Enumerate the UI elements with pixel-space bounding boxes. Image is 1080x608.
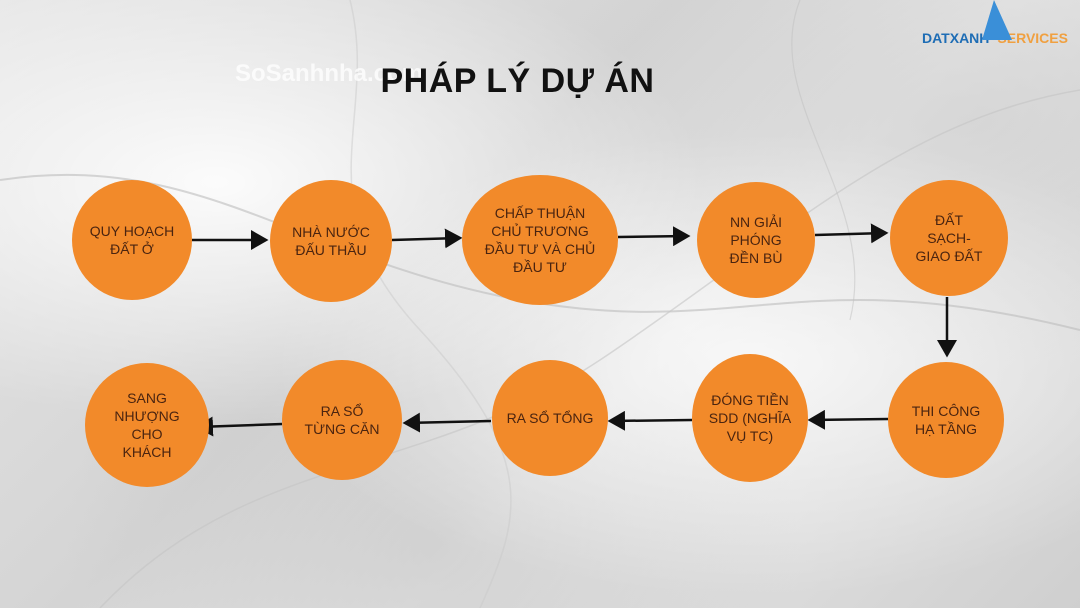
arrow-6-7 [807, 409, 889, 430]
step-dat-sach: ĐẤT SẠCH- GIAO ĐẤT [890, 180, 1008, 296]
step-thi-cong: THI CÔNG HẠ TẦNG [888, 362, 1004, 478]
datxanh-logo: DATXANH SERVICES [922, 0, 1068, 46]
step-giai-phong: NN GIẢI PHÓNG ĐỀN BÙ [697, 182, 815, 298]
arrow-7-8 [607, 410, 693, 431]
arrow-9-10 [195, 416, 283, 437]
step-label: SANG NHƯỢNG CHO KHÁCH [114, 390, 180, 460]
step-chap-thuan: CHẤP THUẬN CHỦ TRƯƠNG ĐẦU TƯ VÀ CHỦ ĐẦU … [462, 175, 618, 305]
logo-triangle-icon [982, 0, 1012, 40]
logo-suffix: SERVICES [997, 30, 1068, 46]
step-label: QUY HOẠCH ĐẤT Ở [89, 223, 175, 257]
watermark: SoSanhnha.com [235, 60, 424, 87]
step-quy-hoach: QUY HOẠCH ĐẤT Ở [72, 180, 192, 300]
logo-text: DATXANH [922, 30, 990, 46]
step-so-tung-can: RA SỔ TỪNG CĂN [282, 360, 402, 480]
arrow-8-9 [402, 412, 492, 433]
step-dau-thau: NHÀ NƯỚC ĐẤU THẦU [270, 180, 392, 302]
step-label: ĐẤT SẠCH- GIAO ĐẤT [915, 212, 983, 264]
step-sang-nhuong: SANG NHƯỢNG CHO KHÁCH [85, 363, 209, 487]
arrow-3-4 [617, 226, 691, 247]
step-label: NHÀ NƯỚC ĐẤU THẦU [292, 224, 370, 258]
step-label: ĐÓNG TIỀN SDD (NGHĨA VỤ TC) [708, 392, 792, 444]
arrow-4-5 [814, 223, 889, 244]
arrow-2-3 [391, 228, 463, 249]
step-label: CHẤP THUẬN CHỦ TRƯƠNG ĐẦU TƯ VÀ CHỦ ĐẦU … [484, 205, 596, 275]
page-title: PHÁP LÝ DỰ ÁN [380, 62, 655, 100]
step-label: RA SỔ TỪNG CĂN [304, 403, 380, 437]
step-label: NN GIẢI PHÓNG ĐỀN BÙ [729, 214, 783, 266]
step-so-tong: RA SỔ TỔNG [492, 360, 608, 476]
step-label: RA SỔ TỔNG [506, 410, 594, 426]
step-label: THI CÔNG HẠ TẦNG [911, 403, 981, 437]
step-dong-tien: ĐÓNG TIỀN SDD (NGHĨA VỤ TC) [692, 354, 808, 482]
